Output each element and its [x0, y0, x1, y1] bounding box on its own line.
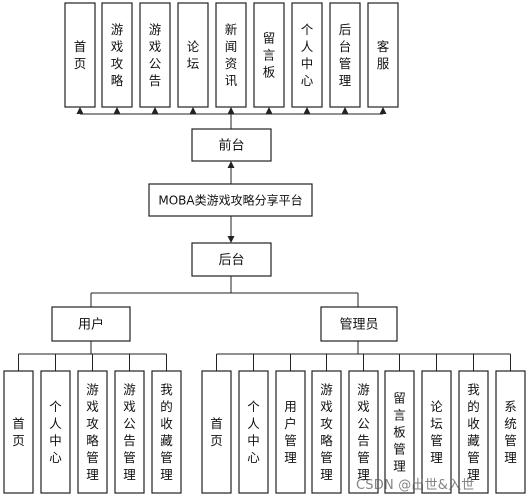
frontend-module-5-box: [253, 2, 285, 108]
frontend-node-box: [191, 128, 272, 162]
frontend-module-3-label: 论坛: [187, 39, 200, 71]
frontend-node-label: 前台: [218, 138, 244, 154]
role-1-module-3-label: 游戏攻略管理: [320, 382, 333, 482]
role-0-module-2-box: [77, 370, 108, 494]
role-1-module-2-label: 用户管理: [284, 399, 297, 465]
frontend-module-6-box: [291, 2, 323, 108]
frontend-module-0-label: 首页: [74, 39, 87, 71]
root-to-frontend-arrow: [227, 161, 235, 168]
frontend-module-0-box: [64, 2, 96, 108]
frontend-arrow-8: [379, 107, 387, 114]
frontend-module-6-label: 个人中心: [301, 22, 314, 88]
role-1-module-4-label: 游戏公告管理: [357, 382, 370, 482]
role-1-module-3-box: [311, 370, 342, 494]
role-1-module-7-label: 我的收藏管理: [467, 382, 480, 482]
frontend-arrow-4: [227, 107, 235, 114]
root-to-backend-arrow: [227, 236, 235, 243]
role-1-module-8-box: [495, 370, 526, 494]
role-node-1-label: 管理员: [339, 318, 378, 333]
frontend-module-2-box: [139, 2, 171, 108]
backend-node-box: [191, 242, 272, 277]
frontend-module-7-box: [329, 2, 361, 108]
role-1-module-1-label: 个人中心: [247, 399, 260, 465]
frontend-module-8-label: 客服: [377, 39, 390, 71]
role-node-0-label: 用户: [78, 317, 104, 333]
csdn-watermark: CSDN @出世&入世: [356, 478, 475, 493]
frontend-arrow-5: [265, 107, 273, 114]
role-1-module-2-box: [275, 370, 306, 494]
frontend-module-7-label: 后台管理: [339, 22, 352, 88]
role-1-module-8-label: 系统管理: [504, 399, 517, 465]
frontend-module-4-box: [215, 2, 247, 108]
frontend-module-4-label: 新闻资讯: [225, 22, 238, 88]
role-0-module-4-box: [151, 370, 182, 494]
role-0-module-1-box: [40, 370, 71, 494]
frontend-module-1-box: [101, 2, 133, 108]
role-node-0-box: [51, 306, 131, 342]
backend-node-label: 后台: [218, 253, 244, 268]
role-1-module-5-label: 留言板管理: [393, 391, 406, 474]
frontend-arrow-7: [341, 107, 349, 114]
role-1-module-0-label: 首页: [210, 416, 223, 448]
frontend-arrow-3: [189, 107, 197, 114]
role-1-module-6-label: 论坛管理: [430, 399, 443, 465]
frontend-arrow-1: [113, 107, 121, 114]
frontend-arrow-6: [303, 107, 311, 114]
root-node-label: MOBA类游戏攻略分享平台: [158, 192, 302, 207]
role-0-module-2-label: 游戏攻略管理: [86, 382, 99, 482]
role-0-module-0-label: 首页: [12, 416, 25, 448]
role-0-module-4-label: 我的收藏管理: [160, 382, 173, 482]
frontend-module-2-label: 游戏公告: [149, 22, 162, 88]
role-1-module-6-box: [421, 370, 452, 494]
role-node-1-box: [320, 306, 398, 342]
frontend-module-1-label: 游戏攻略: [111, 22, 124, 88]
role-0-module-3-label: 游戏公告管理: [123, 382, 136, 482]
role-1-module-4-box: [348, 370, 379, 494]
role-1-module-5-box: [384, 370, 415, 494]
role-1-module-0-box: [201, 370, 232, 494]
role-0-module-3-box: [114, 370, 145, 494]
root-node-box: [148, 183, 313, 217]
frontend-module-8-box: [367, 2, 399, 108]
role-0-module-0-box: [3, 370, 34, 494]
frontend-module-3-box: [177, 2, 209, 108]
frontend-arrow-0: [76, 107, 84, 114]
role-1-module-1-box: [238, 370, 269, 494]
role-1-module-7-box: [458, 370, 489, 494]
frontend-module-5-label: 留言板: [263, 31, 276, 80]
frontend-arrow-2: [151, 107, 159, 114]
role-0-module-1-label: 个人中心: [49, 399, 62, 465]
